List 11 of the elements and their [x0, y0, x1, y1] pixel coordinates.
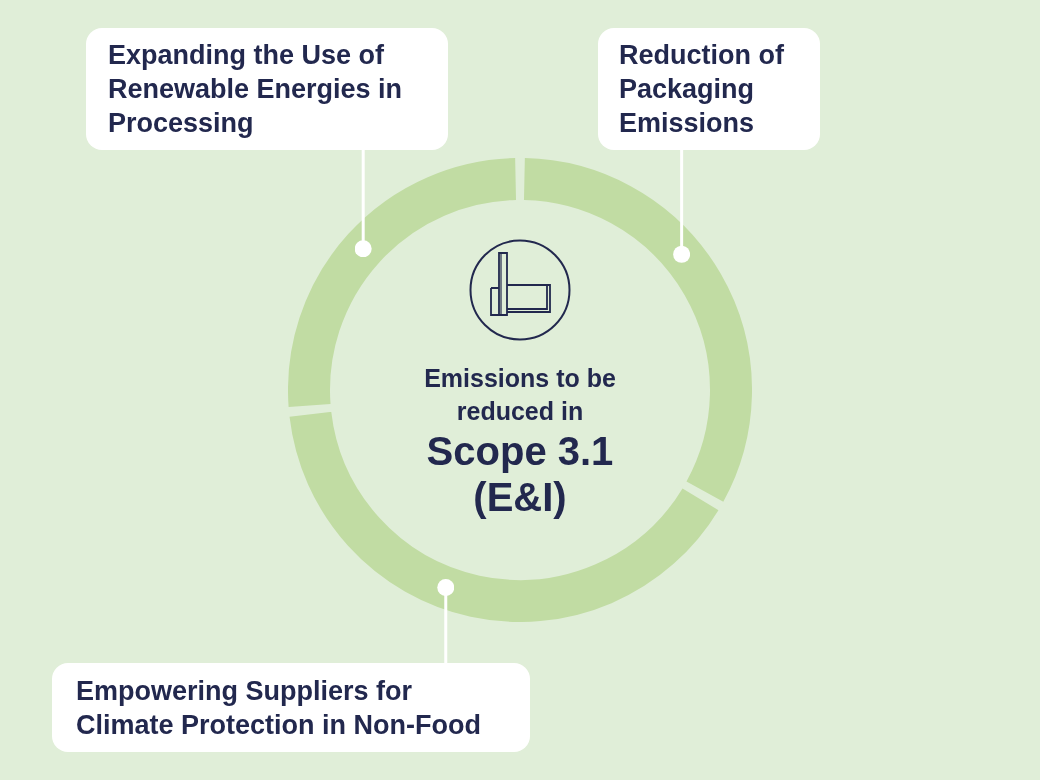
card-title: Expanding the Use of Renewable Energies in Processing — [108, 39, 404, 140]
leader-line — [354, 150, 372, 258]
center-heading: Scope 3.1 (E&I) — [425, 428, 615, 520]
card-title: Empowering Suppliers for Climate Protection in Non-Food — [76, 674, 482, 742]
leader-line — [437, 579, 455, 663]
center-caption: Emissions to be reduced in — [423, 363, 617, 427]
text-card — [86, 28, 448, 150]
text-card — [598, 28, 820, 150]
card-title: Reduction of Packaging Emissions — [619, 39, 785, 140]
text-card — [52, 663, 530, 752]
leader-line — [673, 150, 691, 263]
